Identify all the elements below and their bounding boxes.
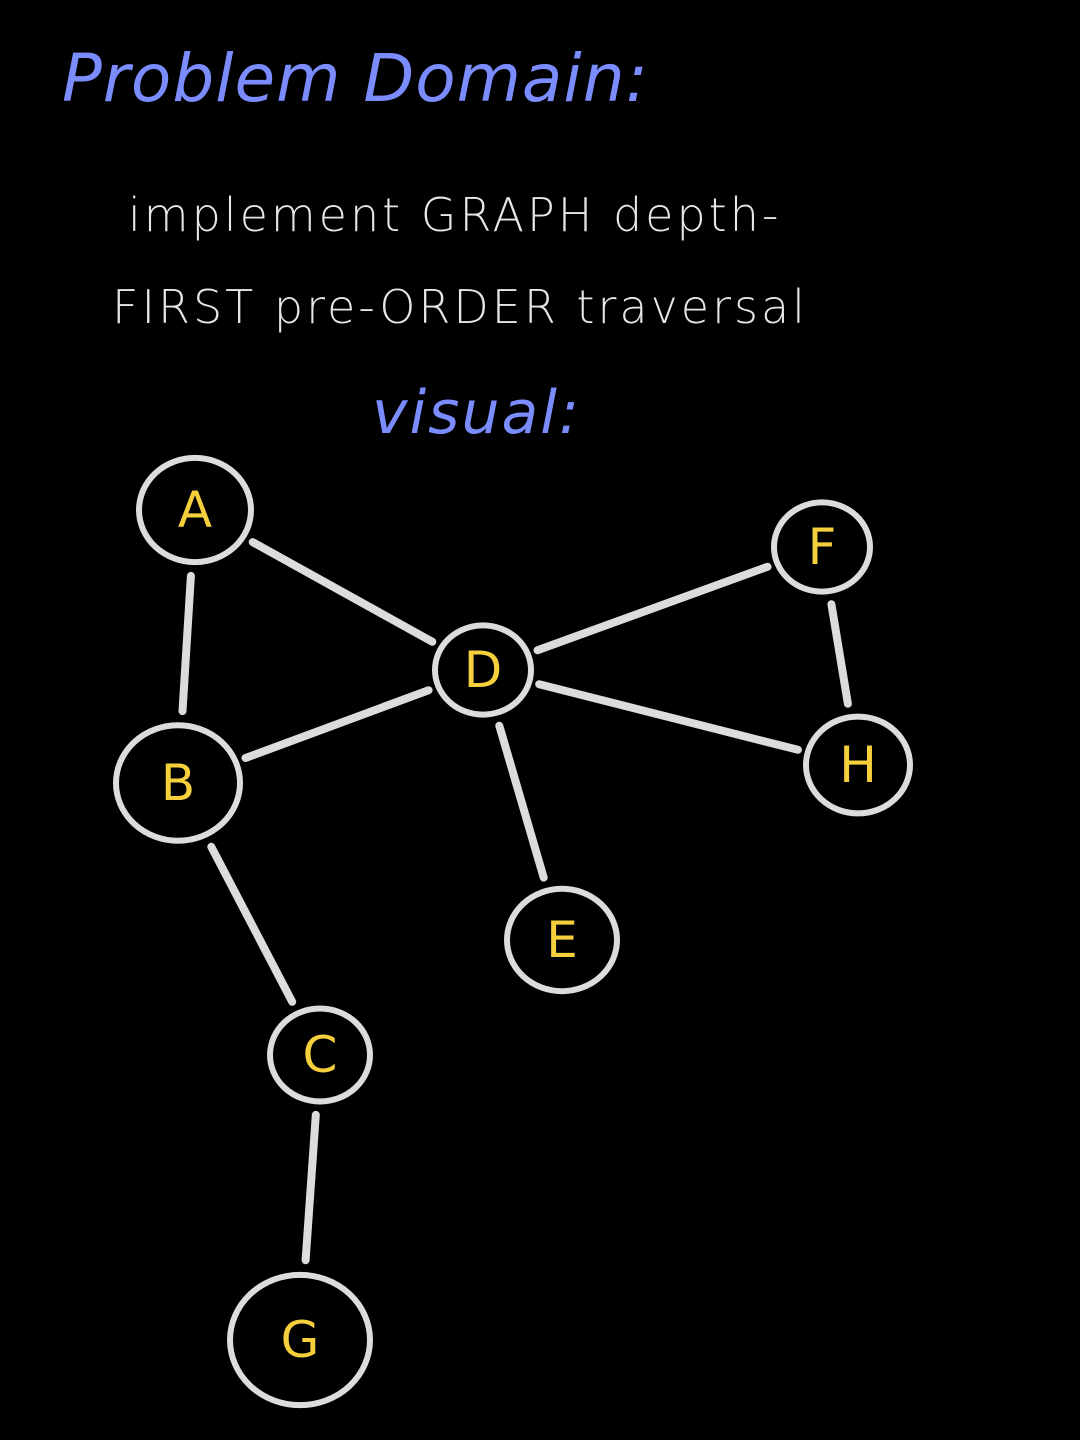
node-label-a: A — [178, 481, 212, 539]
description-line-1: implement GRAPH depth- — [128, 188, 782, 242]
node-label-b: B — [161, 754, 195, 812]
node-f: F — [771, 499, 873, 595]
node-circle-d — [432, 622, 534, 718]
node-label-g: G — [281, 1311, 320, 1369]
node-a: A — [136, 454, 254, 566]
node-circle-c — [267, 1005, 373, 1105]
node-circle-a — [136, 454, 254, 566]
node-label-e: E — [546, 911, 578, 969]
node-b: B — [113, 722, 243, 844]
graph-nodes: A B C D E F G H — [113, 454, 913, 1409]
edge-b-d — [241, 686, 433, 762]
node-circle-g — [227, 1271, 373, 1409]
node-c: C — [267, 1005, 373, 1105]
node-label-c: C — [303, 1026, 338, 1084]
edge-f-h — [827, 600, 852, 708]
edge-d-h — [535, 680, 802, 754]
node-h: H — [803, 713, 913, 817]
edge-a-d — [248, 538, 437, 646]
node-circle-b — [113, 722, 243, 844]
edge-b-c — [207, 842, 297, 1006]
node-circle-e — [504, 885, 620, 995]
description-line-2: FIRST pre-ORDER traversal — [112, 280, 808, 334]
edge-c-g — [301, 1110, 320, 1265]
edge-d-f — [533, 562, 772, 655]
node-e: E — [504, 885, 620, 995]
node-label-f: F — [808, 518, 837, 576]
node-circle-h — [803, 713, 913, 817]
graph-edges — [178, 538, 852, 1265]
node-label-d: D — [464, 641, 503, 699]
edge-a-b — [178, 571, 195, 716]
node-g: G — [227, 1271, 373, 1409]
node-circle-f — [771, 499, 873, 595]
node-label-h: H — [839, 736, 877, 794]
edge-d-e — [495, 721, 548, 882]
node-d: D — [432, 622, 534, 718]
heading-visual: visual: — [372, 378, 582, 448]
heading-problem-domain: Problem Domain: — [62, 40, 649, 117]
